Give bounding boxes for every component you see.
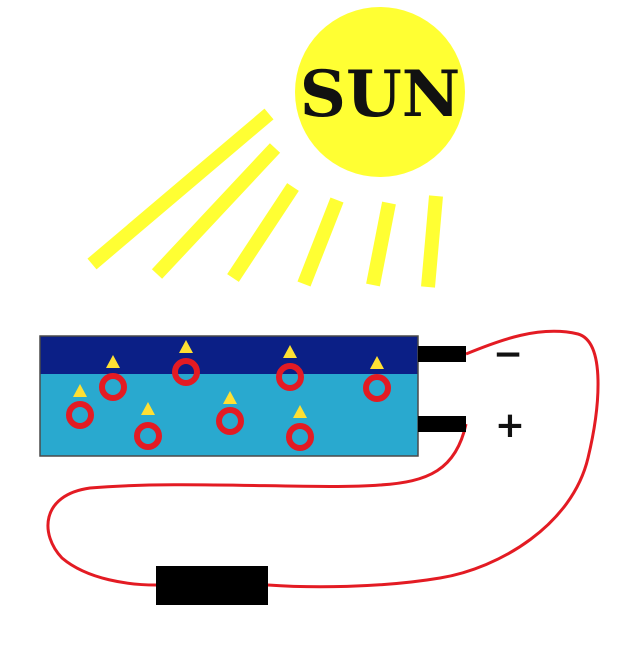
negative-terminal: [418, 346, 466, 362]
positive-terminal: [418, 416, 466, 432]
sun-ray: [151, 143, 281, 279]
electron-hole-pair: [286, 405, 314, 451]
sun-ray: [297, 197, 344, 287]
electron: [223, 391, 237, 404]
electron: [73, 384, 87, 397]
hole: [66, 401, 94, 429]
positive-sign: +: [495, 405, 525, 446]
negative-sign: −: [493, 334, 523, 375]
electron: [106, 355, 120, 368]
electron: [283, 345, 297, 358]
cell-outline: [39, 335, 419, 457]
sun-label: SUN: [300, 57, 461, 132]
sun-ray: [87, 108, 274, 270]
electron: [293, 405, 307, 418]
sun-ray: [421, 195, 443, 288]
hole: [172, 358, 200, 386]
electron-hole-pair: [172, 340, 200, 386]
electron-hole-pairs: [66, 340, 391, 451]
sun-disc: [295, 7, 465, 177]
hole: [286, 423, 314, 451]
hole: [99, 373, 127, 401]
hole: [216, 407, 244, 435]
hole: [276, 363, 304, 391]
sun: SUN: [295, 7, 465, 177]
electron-hole-pair: [363, 356, 391, 402]
sun-rays: [87, 108, 443, 288]
sun-ray: [366, 201, 396, 287]
circuit-wire: [46, 423, 468, 587]
electron-hole-pair: [99, 355, 127, 401]
electron-hole-pair: [276, 345, 304, 391]
circuit-wire: [267, 329, 600, 589]
electron: [370, 356, 384, 369]
sun-ray: [227, 183, 299, 282]
hole: [363, 374, 391, 402]
electron: [141, 402, 155, 415]
n-type-layer: [40, 336, 418, 374]
p-type-layer: [40, 374, 418, 456]
electron: [179, 340, 193, 353]
electron-hole-pair: [66, 384, 94, 429]
electron-hole-pair: [216, 391, 244, 435]
load-block: [156, 566, 268, 605]
electron-hole-pair: [134, 402, 162, 450]
terminals: − +: [418, 334, 525, 446]
hole: [134, 422, 162, 450]
